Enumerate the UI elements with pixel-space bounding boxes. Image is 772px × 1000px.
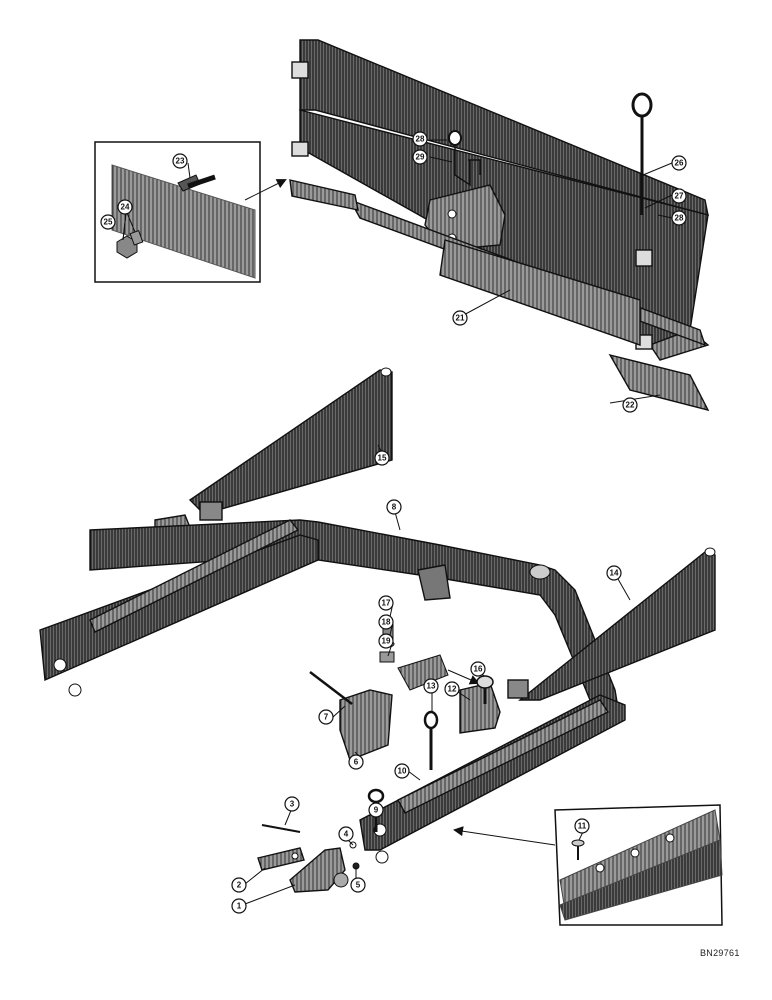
cutting-edge-center bbox=[348, 198, 707, 347]
svg-text:3: 3 bbox=[290, 800, 295, 809]
brace-mount-right bbox=[459, 682, 501, 734]
blade-brace-upper-right bbox=[507, 547, 716, 701]
callout-13: 13 bbox=[423, 678, 439, 694]
callout-15: 15 bbox=[374, 450, 390, 466]
pivot-block bbox=[339, 689, 393, 761]
svg-text:22: 22 bbox=[626, 401, 635, 410]
callout-11: 11 bbox=[574, 818, 590, 834]
inset-strip-detail bbox=[453, 804, 723, 926]
blade-lift-hook bbox=[448, 130, 481, 187]
callout-19: 19 bbox=[378, 633, 394, 649]
callout-28-hook: 28 bbox=[412, 131, 428, 147]
callout-21: 21 bbox=[452, 310, 468, 326]
svg-text:16: 16 bbox=[474, 665, 483, 674]
blade-brace-upper-left bbox=[188, 367, 393, 521]
bracket-assembly-parts bbox=[257, 824, 360, 893]
svg-text:14: 14 bbox=[610, 569, 619, 578]
callout-27: 27 bbox=[671, 188, 687, 204]
callout-10: 10 bbox=[394, 763, 410, 779]
exploded-bolt-assembly bbox=[379, 623, 494, 704]
svg-text:11: 11 bbox=[578, 822, 587, 831]
svg-text:28: 28 bbox=[416, 135, 425, 144]
svg-text:1: 1 bbox=[237, 902, 242, 911]
svg-text:13: 13 bbox=[427, 682, 436, 691]
callout-23: 23 bbox=[172, 153, 188, 169]
svg-text:12: 12 bbox=[448, 685, 457, 694]
leader-lines bbox=[122, 139, 673, 905]
svg-text:2: 2 bbox=[237, 881, 242, 890]
eye-bolt-12 bbox=[423, 710, 439, 770]
callout-14: 14 bbox=[606, 565, 622, 581]
callout-12: 12 bbox=[444, 681, 460, 697]
svg-text:24: 24 bbox=[121, 203, 130, 212]
drawing-number: BN29761 bbox=[700, 948, 740, 958]
svg-text:28: 28 bbox=[675, 214, 684, 223]
frame-c-bar bbox=[39, 519, 626, 851]
svg-text:25: 25 bbox=[104, 218, 113, 227]
svg-text:17: 17 bbox=[382, 599, 391, 608]
callout-6: 6 bbox=[348, 754, 364, 770]
svg-text:4: 4 bbox=[344, 830, 349, 839]
svg-text:18: 18 bbox=[382, 618, 391, 627]
blade-lift-rod bbox=[631, 92, 653, 215]
callout-24: 24 bbox=[117, 199, 133, 215]
cutting-edge-end-bit bbox=[608, 353, 710, 412]
svg-text:8: 8 bbox=[392, 503, 397, 512]
callout-7: 7 bbox=[318, 709, 334, 725]
svg-text:23: 23 bbox=[176, 157, 185, 166]
svg-text:19: 19 bbox=[382, 637, 391, 646]
long-pin bbox=[309, 671, 353, 705]
callout-1: 1 bbox=[231, 898, 247, 914]
svg-text:5: 5 bbox=[356, 881, 361, 890]
svg-text:29: 29 bbox=[416, 153, 425, 162]
blade-push-bracket bbox=[424, 184, 506, 251]
callout-3: 3 bbox=[284, 796, 300, 812]
frame-end-pivots bbox=[53, 658, 389, 864]
callout-4: 4 bbox=[338, 826, 354, 842]
callout-28-right: 28 bbox=[671, 210, 687, 226]
callout-26: 26 bbox=[671, 155, 687, 171]
callout-5: 5 bbox=[350, 877, 366, 893]
callout-25: 25 bbox=[100, 214, 116, 230]
callout-2: 2 bbox=[231, 877, 247, 893]
svg-text:7: 7 bbox=[324, 713, 329, 722]
callout-22: 22 bbox=[622, 397, 638, 413]
cutting-edge-left bbox=[289, 179, 359, 211]
callout-18: 18 bbox=[378, 614, 394, 630]
callout-9: 9 bbox=[368, 802, 384, 818]
svg-text:27: 27 bbox=[675, 192, 684, 201]
svg-text:10: 10 bbox=[398, 767, 407, 776]
svg-text:15: 15 bbox=[378, 454, 387, 463]
callout-17: 17 bbox=[378, 595, 394, 611]
callout-16: 16 bbox=[470, 661, 486, 677]
svg-text:26: 26 bbox=[675, 159, 684, 168]
svg-text:6: 6 bbox=[354, 758, 359, 767]
callout-29: 29 bbox=[412, 149, 428, 165]
svg-text:9: 9 bbox=[374, 806, 379, 815]
countersunk-bolt-icon bbox=[571, 839, 585, 860]
callout-8: 8 bbox=[386, 499, 402, 515]
adjusting-strip-right bbox=[397, 699, 610, 814]
adjusting-strip-left bbox=[89, 519, 300, 633]
svg-text:21: 21 bbox=[456, 314, 465, 323]
